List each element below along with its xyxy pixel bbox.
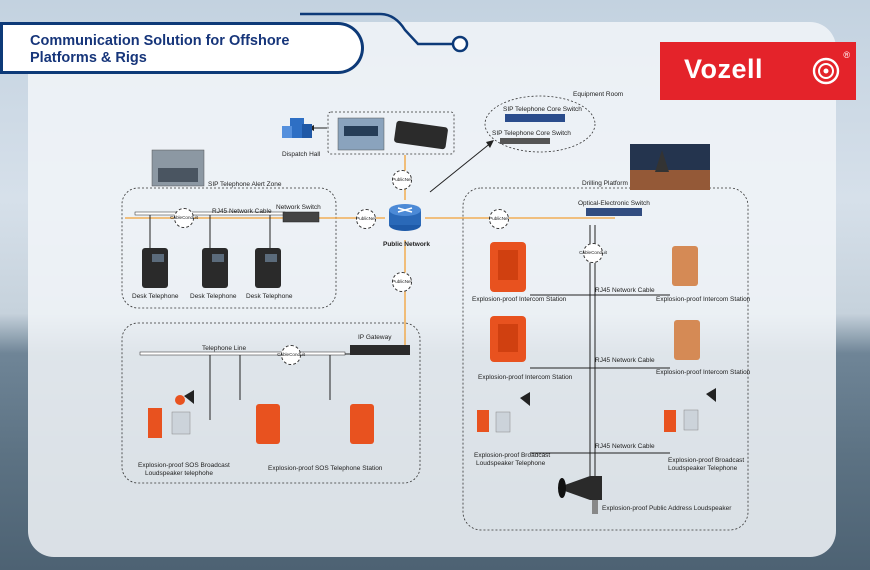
header-deco-line	[300, 12, 455, 46]
label-intercom-r2: Explosion-proof Intercom Station	[656, 369, 751, 376]
label-desk-phone-3: Desk Telephone	[246, 293, 293, 300]
label-equipment-room: Equipment Room	[573, 91, 624, 98]
sos-broadcast-phone	[148, 408, 162, 438]
page-title: Communication Solution for Offshore Plat…	[30, 33, 290, 66]
zone-drilling	[462, 187, 749, 531]
label-alert-zone: SIP Telephone Alert Zone	[208, 181, 282, 188]
label-sos-broadcast-2: Loudspeaker telephohe	[145, 470, 213, 477]
brand-logo: Vozell ®	[660, 42, 856, 100]
label-desk-phone-2: Desk Telephone	[190, 293, 237, 300]
label-intercom-l2: Explosion-proof Intercom Station	[478, 374, 573, 381]
label-sos-station: Explosion-proof SOS Telephone Station	[268, 465, 383, 472]
intercom-right-2	[674, 320, 700, 360]
dispatch-building-icon	[282, 118, 312, 138]
brand-name: Vozell	[684, 54, 764, 84]
label-rj45-right-1: RJ45 Network Cable	[595, 287, 655, 294]
brand-reg: ®	[843, 50, 850, 60]
orange-cables	[125, 155, 615, 345]
public-network-router-icon	[389, 204, 421, 231]
content-panel	[28, 22, 836, 557]
broadcast-right-phone	[664, 410, 676, 432]
network-switch-device	[282, 211, 320, 223]
pa-loudspeaker-icon	[558, 476, 602, 514]
core-switch-2	[500, 138, 550, 144]
core-switch-1	[505, 114, 565, 122]
sos-station-1	[256, 404, 280, 444]
label-broadcast-l-1: Explosion-proof Broadcast	[474, 452, 551, 459]
label-sos-broadcast-1: Explosion-proof SOS Broadcast	[138, 462, 230, 469]
ip-gateway-device	[350, 345, 410, 355]
label-intercom-r1: Explosion-proof Intercom Station	[656, 296, 751, 303]
label-rj45-right-2: RJ45 Network Cable	[595, 357, 655, 364]
sos-station-2	[350, 404, 374, 444]
label-rj45-right-3: RJ45 Network Cable	[595, 443, 655, 450]
label-core-switch-2: SIP Telephone Core Switch	[492, 130, 571, 137]
telephone-line-bar	[139, 351, 346, 356]
label-public-network: Public Network	[383, 241, 430, 248]
label-network-switch: Network Switch	[276, 204, 321, 211]
title-tab	[0, 22, 364, 74]
label-drilling-platform: Drilling Platform	[582, 180, 628, 187]
arrow-to-equipment	[429, 141, 493, 193]
header-deco-dot	[451, 35, 469, 53]
dispatch-console-icon	[394, 120, 448, 150]
label-rj45-top: RJ45 Network Cable	[212, 208, 272, 215]
optical-switch-device	[586, 208, 642, 216]
arrow-head	[486, 140, 494, 148]
logo-swirl-icon	[812, 57, 840, 85]
zone-dispatch	[327, 111, 455, 155]
label-desk-phone-1: Desk Telephone	[132, 293, 179, 300]
label-broadcast-l-2: Loudspeaker Telephone	[476, 460, 546, 467]
label-broadcast-r-1: Explosion-proof Broadcast	[668, 457, 745, 464]
intercom-right-1	[672, 246, 698, 286]
label-intercom-l1: Explosion-proof Intercom Station	[472, 296, 567, 303]
label-pa-loudspeaker: Explosion-proof Public Address Loudspeak…	[602, 505, 732, 512]
label-optical-switch: Optical-Electronic Switch	[578, 200, 650, 207]
label-core-switch-1: SIP Telephone Core Switch	[503, 106, 582, 113]
label-dispatch-hall: Dispatch Hall	[282, 151, 321, 158]
zone-equipment-room	[484, 95, 596, 153]
label-ip-gateway: IP Gateway	[358, 334, 392, 341]
label-broadcast-r-2: Loudspeaker Telephone	[668, 465, 738, 472]
broadcast-left-phone	[477, 410, 489, 432]
label-telephone-line: Telephone Line	[202, 345, 247, 352]
zone-ip-gateway	[121, 322, 421, 484]
